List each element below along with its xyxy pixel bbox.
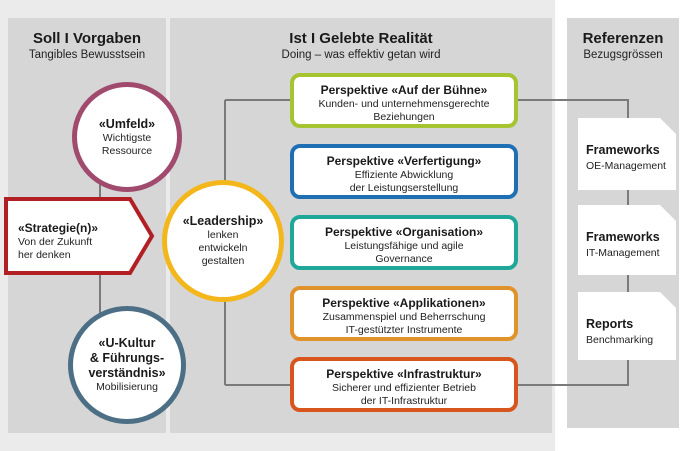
ref-doc-shape-2 <box>578 205 676 275</box>
perspective-box: Perspektive «Verfertigung» Effiziente Ab… <box>290 144 518 199</box>
perspective-desc-1: Zusammenspiel und Beherrschung <box>322 311 486 323</box>
perspective-desc-1: Sicherer und effizienter Betrieb <box>332 382 476 394</box>
umfeld-desc-2: Ressource <box>101 144 153 157</box>
perspective-box: Perspektive «Infrastruktur» Sicherer und… <box>290 357 518 412</box>
strategie-desc-2: her denken <box>18 249 71 261</box>
leadership-desc-3: gestalten <box>201 255 245 267</box>
perspective-box: Perspektive «Organisation» Leistungsfähi… <box>290 215 518 270</box>
leadership-desc-2: entwickeln <box>198 242 248 254</box>
leadership-desc-1: lenken <box>207 229 239 241</box>
reference-title: Reports <box>586 317 634 331</box>
ukultur-title-2: & Führungs- <box>89 351 165 365</box>
ref-title: Referenzen <box>582 30 664 47</box>
soll-title: Soll I Vorgaben <box>32 30 142 47</box>
ref-doc-shape-1 <box>578 118 676 190</box>
reference-desc: Benchmarking <box>586 334 654 346</box>
perspective-desc-2: Governance <box>375 253 433 265</box>
ukultur-circle: «U-Kultur & Führungs- verständnis» Mobil… <box>68 306 186 424</box>
ref-subtitle: Bezugsgrössen <box>583 49 663 61</box>
umfeld-title: «Umfeld» <box>98 116 156 131</box>
ref-doc-shape-3 <box>578 292 676 360</box>
strategie-title: «Strategie(n)» <box>18 221 99 235</box>
perspective-desc-2: Beziehungen <box>373 111 435 123</box>
perspective-desc-2: der IT-Infrastruktur <box>360 395 448 407</box>
reference-desc: IT-Management <box>586 247 660 259</box>
ist-title: Ist I Gelebte Realität <box>289 30 433 47</box>
perspective-box: Perspektive «Auf der Bühne» Kunden- und … <box>290 73 518 128</box>
reference-title: Frameworks <box>586 230 660 244</box>
perspective-desc-2: der Leistungserstellung <box>349 182 459 194</box>
perspective-desc-1: Effiziente Abwicklung <box>354 169 454 181</box>
strategie-desc-1: Von der Zukunft <box>18 236 93 248</box>
ist-subtitle: Doing – was effektiv getan wird <box>281 49 441 61</box>
perspective-title: Perspektive «Verfertigung» <box>326 154 482 168</box>
perspective-title: Perspektive «Applikationen» <box>322 296 486 310</box>
umfeld-desc-1: Wichtigste <box>102 131 152 144</box>
reference-desc: OE-Management <box>586 160 666 172</box>
ref-connector-bottom <box>518 360 629 386</box>
perspective-box: Perspektive «Applikationen» Zusammenspie… <box>290 286 518 341</box>
perspective-desc-1: Kunden- und unternehmensgerechte <box>318 98 490 110</box>
ref-connector-top <box>518 99 629 120</box>
reference-title: Frameworks <box>586 143 660 157</box>
ukultur-title-1: «U-Kultur <box>98 336 156 350</box>
leadership-title: «Leadership» <box>182 214 264 228</box>
reference-card: Frameworks OE-Management <box>578 118 676 188</box>
reference-card: Reports Benchmarking <box>578 292 676 362</box>
perspective-desc-1: Leistungsfähige und agile <box>344 240 464 252</box>
perspective-title: Perspektive «Infrastruktur» <box>326 367 482 381</box>
soll-subtitle: Tangibles Bewusstsein <box>28 49 146 61</box>
ukultur-title-3: verständnis» <box>88 366 166 380</box>
strategie-arrow <box>4 197 155 275</box>
ukultur-desc: Mobilisierung <box>96 381 158 393</box>
perspective-desc-2: IT-gestützter Instrumente <box>345 324 463 336</box>
reference-card: Frameworks IT-Management <box>578 205 676 275</box>
perspective-title: Perspektive «Organisation» <box>324 225 484 239</box>
strategie-box: «Strategie(n)» Von der Zukunft her denke… <box>18 221 138 262</box>
umfeld-circle: «Umfeld» Wichtigste Ressource <box>72 82 182 192</box>
leadership-circle: «Leadership» lenken entwickeln gestalten <box>162 180 284 302</box>
perspective-title: Perspektive «Auf der Bühne» <box>320 83 488 97</box>
